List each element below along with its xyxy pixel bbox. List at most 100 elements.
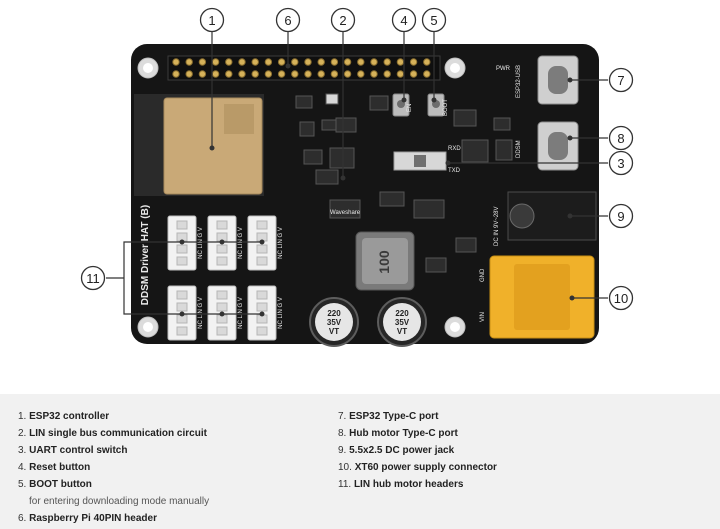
gpio-pin bbox=[330, 70, 339, 78]
cap2-line2: 35V bbox=[395, 318, 410, 327]
gpio-pin bbox=[291, 70, 299, 78]
gpio-pin bbox=[383, 70, 391, 78]
gpio-pin bbox=[211, 70, 220, 78]
callout-2: 2 bbox=[330, 7, 356, 33]
gpio-pin bbox=[251, 58, 259, 66]
gpio-pin bbox=[238, 70, 246, 78]
gpio-pin bbox=[383, 58, 391, 66]
gpio-pin bbox=[357, 70, 365, 78]
gpio-pin bbox=[330, 58, 339, 66]
legend-item-9: 9. 5.5x2.5 DC power jack bbox=[338, 445, 455, 456]
svg-text:6: 6 bbox=[284, 13, 291, 28]
gpio-pin bbox=[317, 58, 325, 66]
cap1-line3: VT bbox=[329, 327, 339, 336]
gpio-pin bbox=[370, 70, 378, 78]
gpio-pin bbox=[225, 58, 233, 66]
legend-panel: 1. ESP32 controller 2. LIN single bus co… bbox=[0, 394, 720, 529]
silkscreen-title: DDSM Driver HAT (B) bbox=[140, 205, 151, 305]
legend-item-1: 1. ESP32 controller bbox=[18, 411, 110, 422]
cap2-line1: 220 bbox=[395, 309, 409, 318]
callout-3: 3 bbox=[608, 150, 634, 176]
lin-header-pin-label: NC LIN G V bbox=[278, 297, 284, 329]
lin-header-pin-label: NC LIN G V bbox=[198, 227, 204, 259]
gnd-label: GND bbox=[480, 268, 486, 282]
svg-text:5: 5 bbox=[430, 13, 437, 28]
txd-label: TXD bbox=[448, 168, 461, 174]
gpio-pin bbox=[423, 70, 431, 78]
uart-switch-slider bbox=[414, 155, 426, 167]
gpio-40pin-header bbox=[167, 55, 441, 81]
cap1-line2: 35V bbox=[327, 318, 342, 327]
inductor-top bbox=[362, 238, 408, 284]
svg-text:10: 10 bbox=[614, 291, 628, 306]
callout-6: 6 bbox=[275, 7, 301, 33]
en-label: EN bbox=[407, 104, 413, 112]
brand-label: Waveshare bbox=[330, 210, 361, 216]
inductor-marking: 100 bbox=[376, 250, 392, 274]
esp32-qr bbox=[224, 104, 254, 134]
gpio-pin bbox=[317, 70, 325, 78]
svg-text:8: 8 bbox=[617, 131, 624, 146]
callout-5: 5 bbox=[421, 7, 447, 33]
xt60-body bbox=[514, 264, 570, 330]
mounting-holes bbox=[137, 57, 466, 338]
smd-components bbox=[295, 93, 513, 273]
gpio-pin bbox=[211, 58, 220, 66]
legend-left-column: 1. ESP32 controller 2. LIN single bus co… bbox=[18, 408, 209, 527]
pwr-label: PWR bbox=[496, 66, 511, 72]
gpio-pin bbox=[238, 58, 246, 66]
legend-item-6: 6. Raspberry Pi 40PIN header bbox=[18, 513, 157, 524]
gpio-pin bbox=[409, 70, 418, 78]
callout-10: 10 bbox=[608, 285, 634, 311]
gpio-pin bbox=[396, 70, 405, 78]
callout-8: 8 bbox=[608, 125, 634, 151]
gpio-pin bbox=[251, 70, 259, 78]
ddsm-label: DDSM bbox=[516, 140, 522, 158]
legend-item-11: 11. LIN hub motor headers bbox=[338, 479, 464, 490]
gpio-pin bbox=[198, 70, 207, 78]
callout-4: 4 bbox=[391, 7, 417, 33]
gpio-pin bbox=[277, 70, 286, 78]
dc-jack-opening bbox=[509, 203, 535, 229]
gpio-pin bbox=[185, 70, 193, 78]
svg-text:7: 7 bbox=[617, 73, 624, 88]
esp32-usb-c-opening bbox=[548, 66, 568, 94]
legend-item-8: 8. Hub motor Type-C port bbox=[338, 428, 458, 439]
gpio-pin bbox=[225, 70, 233, 78]
lin-header: NC LIN G V bbox=[247, 285, 284, 341]
lin-header: NC LIN G V bbox=[207, 215, 244, 271]
callout-1: 1 bbox=[199, 7, 225, 33]
gpio-pin bbox=[264, 58, 273, 66]
gpio-pin bbox=[343, 70, 352, 78]
svg-text:9: 9 bbox=[617, 209, 624, 224]
gpio-pin bbox=[396, 58, 405, 66]
lin-header-pin-label: NC LIN G V bbox=[238, 227, 244, 259]
cap2-line3: VT bbox=[397, 327, 407, 336]
gpio-pin bbox=[304, 70, 312, 78]
lin-header-pin-label: NC LIN G V bbox=[238, 297, 244, 329]
svg-text:3: 3 bbox=[617, 156, 624, 171]
boot-label: BOOT bbox=[443, 99, 449, 116]
lin-header-pin-label: NC LIN G V bbox=[278, 227, 284, 259]
gpio-pin bbox=[172, 58, 180, 66]
gpio-pin bbox=[198, 58, 207, 66]
capacitor-1-top bbox=[315, 303, 353, 341]
gpio-pin bbox=[264, 70, 273, 78]
rxd-label: RXD bbox=[448, 146, 461, 152]
callout-9: 9 bbox=[608, 203, 634, 229]
svg-text:1: 1 bbox=[208, 13, 215, 28]
svg-text:11: 11 bbox=[86, 271, 100, 286]
gpio-pin bbox=[277, 58, 286, 66]
callout-dots bbox=[179, 63, 575, 317]
gpio-pin bbox=[185, 58, 193, 66]
legend-item-2: 2. LIN single bus communication circuit bbox=[18, 428, 207, 439]
gpio-pin bbox=[343, 58, 352, 66]
gpio-pin bbox=[172, 70, 180, 78]
legend-item-3: 3. UART control switch bbox=[18, 445, 128, 456]
gpio-pin bbox=[370, 58, 378, 66]
gpio-pin bbox=[423, 58, 431, 66]
lin-header-pin-label: NC LIN G V bbox=[198, 297, 204, 329]
legend-item-5-note: for entering downloading mode manually bbox=[29, 496, 210, 507]
board-svg: DDSM Driver HAT (B) NC LIN G V NC LIN G V… bbox=[80, 7, 634, 347]
